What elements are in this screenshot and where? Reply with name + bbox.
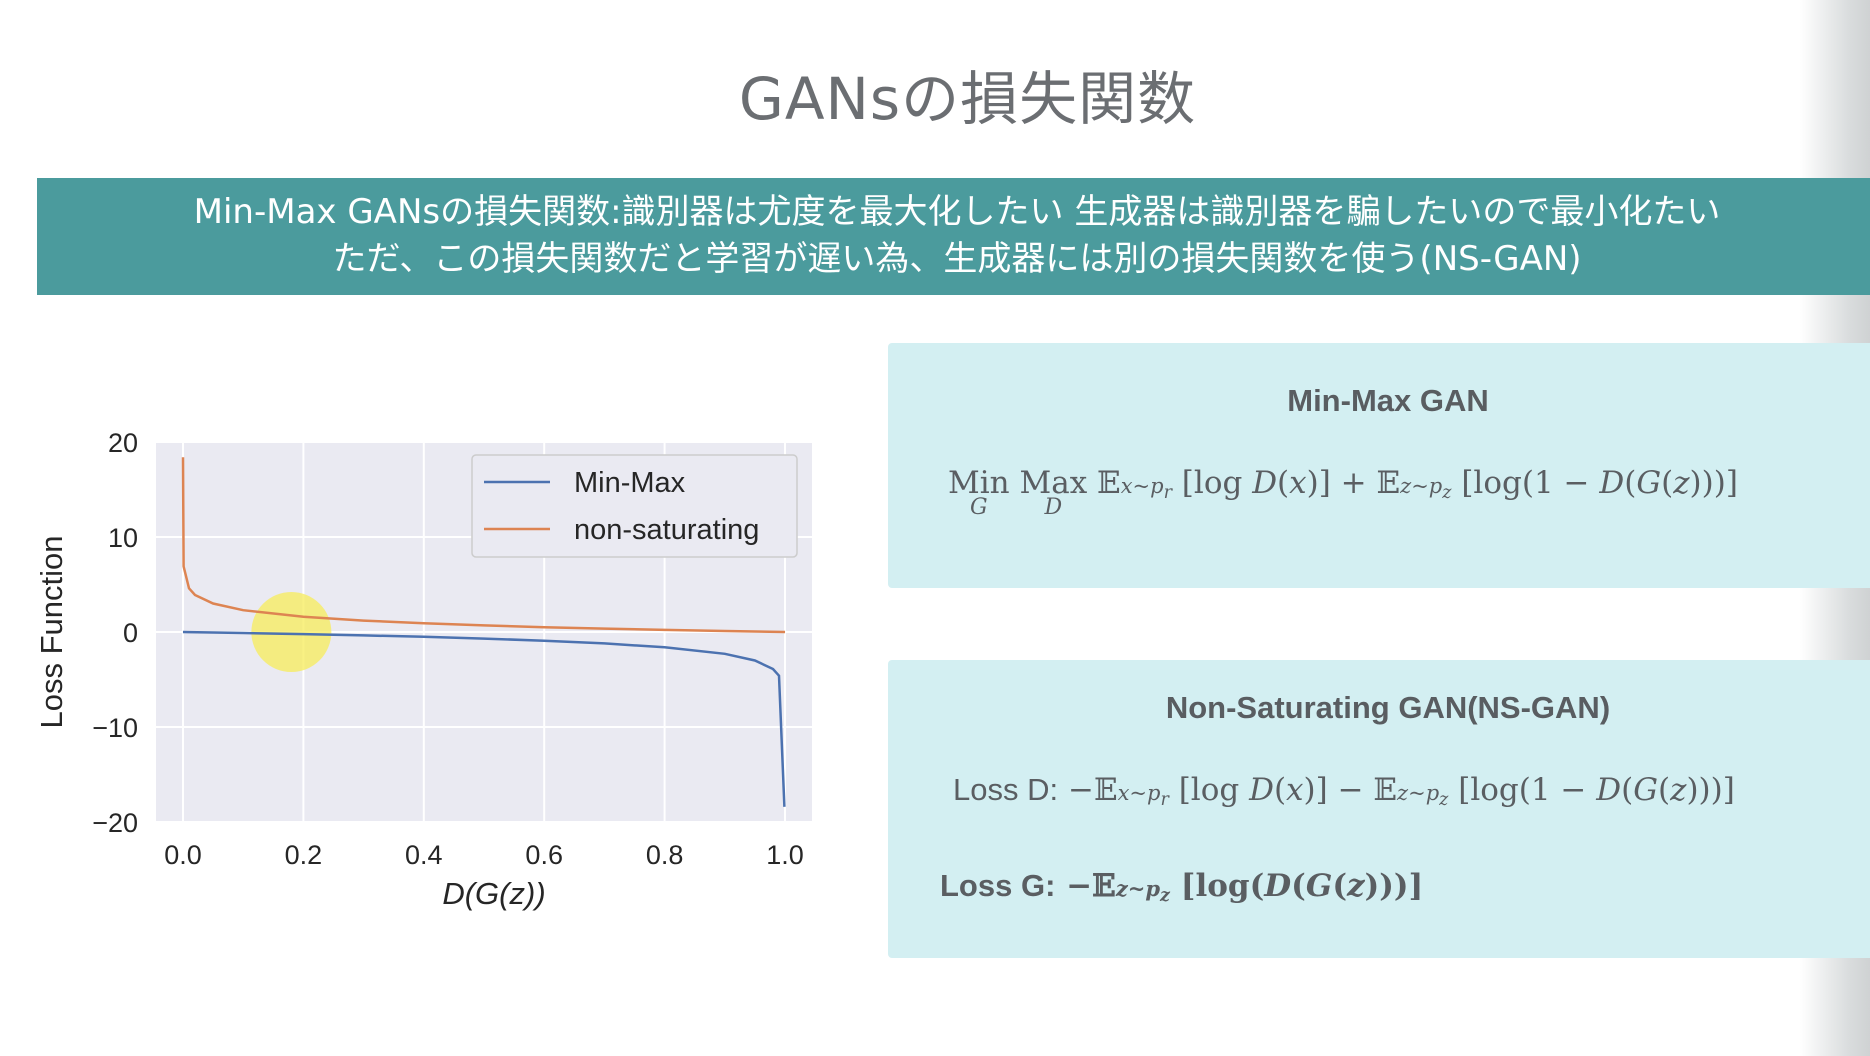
loss-g-label: Loss G: xyxy=(940,868,1056,903)
highlight-marker xyxy=(251,592,332,672)
ns-gan-card: Non-Saturating GAN(NS-GAN) Loss D: −𝔼x~p… xyxy=(888,660,1870,958)
loss-d-formula: Loss D: −𝔼x~pr [log D(x)] − 𝔼z~pz [log(1… xyxy=(953,772,1735,811)
ns-gan-title: Non-Saturating GAN(NS-GAN) xyxy=(1165,690,1611,725)
y-axis-label: Loss Function xyxy=(34,536,69,729)
y-tick-label: −20 xyxy=(92,808,138,838)
x-tick-label: 1.0 xyxy=(766,840,804,870)
legend-label: Min-Max xyxy=(574,467,686,499)
x-tick-label: 0.6 xyxy=(525,840,563,870)
series-line-non-saturating xyxy=(181,457,786,634)
banner-line-1: Min-Max GANsの損失関数:識別器は尤度を最大化したい 生成器は識別器を… xyxy=(193,192,1721,232)
loss-g-formula: Loss G: −𝔼z~pz [log(D(G(z)))] xyxy=(940,868,1424,907)
x-tick-label: 0.8 xyxy=(646,840,684,870)
loss-chart-svg: 0.0 0.2 0.4 0.6 0.8 1.0 20 10 0 −10 −20D(G(z)) Loss… xyxy=(34,428,812,911)
x-tick-label: 0.2 xyxy=(285,840,323,870)
minmax-gan-title: Min-Max GAN xyxy=(1287,383,1489,418)
y-tick-label: 20 xyxy=(108,428,138,458)
y-tick-label: 10 xyxy=(108,523,138,553)
legend-label: non-saturating xyxy=(574,514,759,546)
loss-d-label: Loss D: xyxy=(953,772,1059,807)
y-tick-label: 0 xyxy=(123,618,138,648)
x-tick-label: 0.4 xyxy=(405,840,443,870)
summary-banner: Min-Max GANsの損失関数:識別器は尤度を最大化したい 生成器は識別器を… xyxy=(37,178,1870,295)
banner-line-2: ただ、この損失関数だと学習が遅い為、生成器には別の損失関数を使う(NS-GAN) xyxy=(332,239,1582,279)
slide-title: GANsの損失関数 xyxy=(738,65,1197,133)
series-line-min-max xyxy=(182,630,786,807)
legend-box xyxy=(471,454,798,558)
y-tick-label: −10 xyxy=(92,713,138,743)
x-axis-label: D(G(z)) xyxy=(442,876,545,911)
x-tick-label: 0.0 xyxy=(164,840,202,870)
